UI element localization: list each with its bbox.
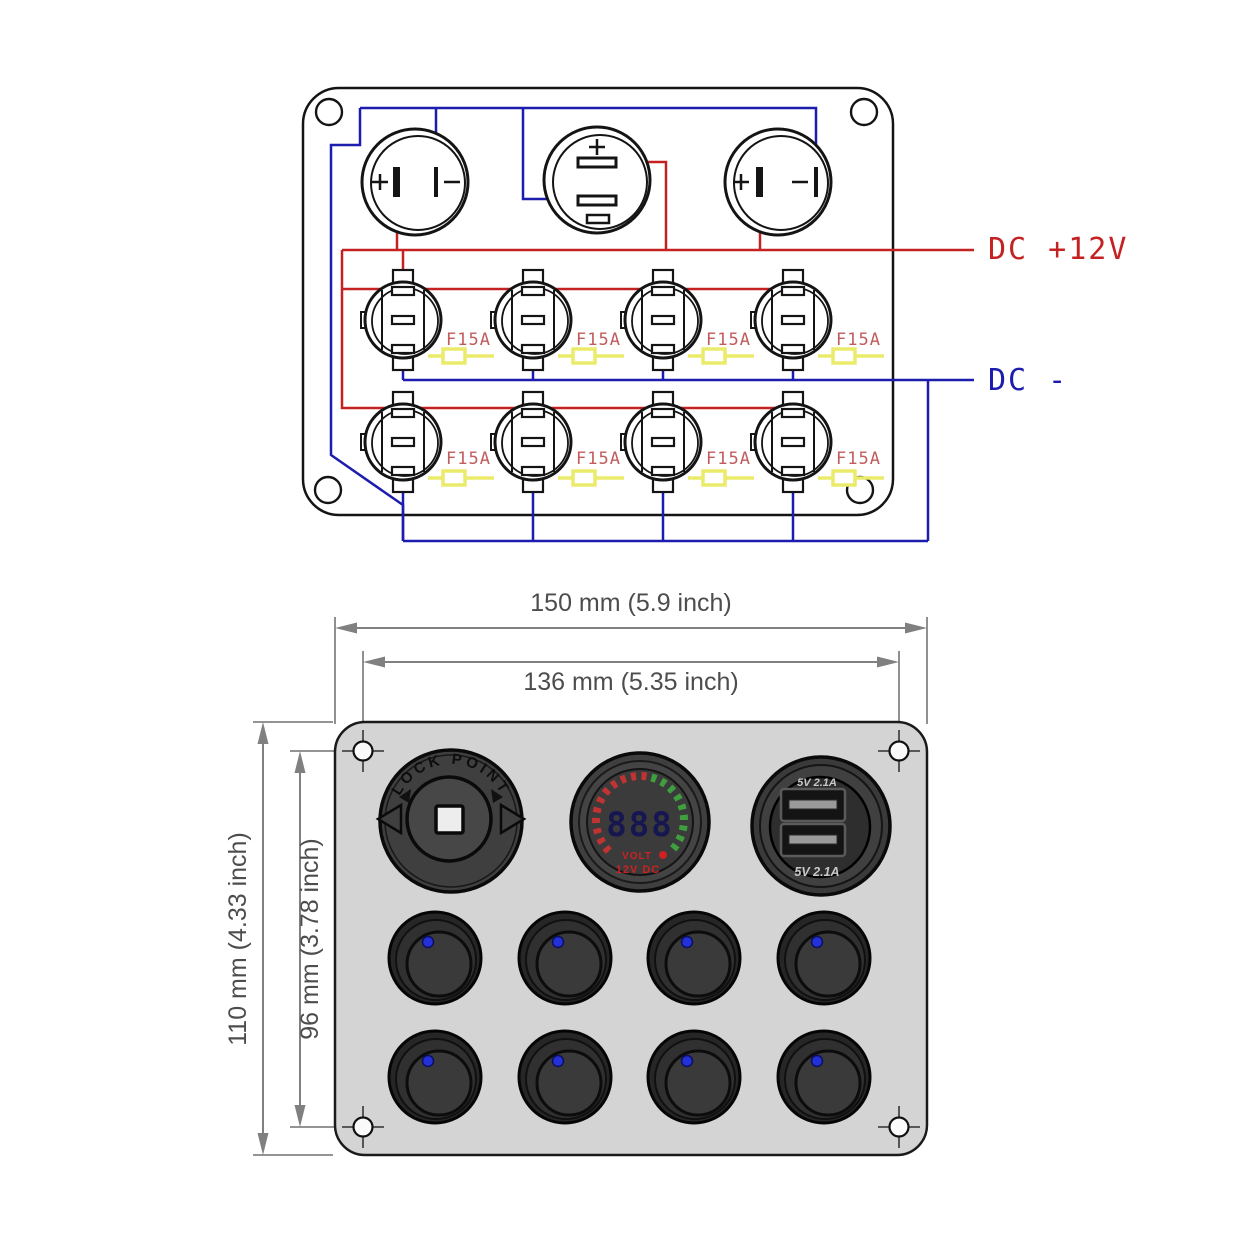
lock-arrow-right-icon: [499, 802, 527, 836]
mounting-hole: [314, 97, 344, 127]
lock-arrow-left-icon: [375, 802, 403, 836]
power-socket-left: [360, 127, 470, 237]
terminal: [434, 167, 438, 197]
fuse-rating-label: F15A: [836, 330, 881, 350]
usb-socket: 5V 2.1A 5V 2.1A: [750, 755, 892, 897]
dc-negative-wires: [329, 106, 974, 543]
fuse-rating-label: F15A: [706, 330, 751, 350]
terminal: [576, 156, 618, 169]
usb-port-bottom: [779, 822, 847, 858]
fuse-rating-label: F15A: [446, 449, 491, 469]
rocker-switch: [646, 1029, 742, 1125]
dimension-drawing: 150 mm (5.9 inch) 136 mm (5.35 inch) 110…: [224, 589, 929, 1157]
fuse-rating-label: F15A: [446, 330, 491, 350]
lock-arrow-small-icon: [491, 789, 503, 803]
led-scale-green: [650, 773, 688, 854]
dim-outer-width-label: 150 mm (5.9 inch): [530, 589, 731, 617]
fuse-rating-label: F15A: [836, 449, 881, 469]
minus-icon: [585, 213, 611, 225]
rocker-switch: [776, 910, 872, 1006]
terminal: [576, 194, 618, 207]
wiring-diagram: F15A F15A F15A F15A F15A F15A F15A F15A …: [301, 86, 1128, 543]
voltmeter: 888 VOLT 12V DC: [569, 751, 711, 893]
voltmeter-display: 888: [606, 805, 673, 845]
usb-spec-bottom: 5V 2.1A: [794, 865, 839, 879]
volt-sub-label: 12V DC: [616, 864, 661, 876]
dimension-lines: [257, 622, 927, 1155]
dc-negative-label: DC -: [988, 363, 1068, 398]
fuse-rating-label: F15A: [576, 330, 621, 350]
dc-positive-label: DC +12V: [988, 232, 1128, 267]
usb-port-top: [779, 787, 847, 823]
cigarette-lighter-socket: LOCK POINT: [375, 748, 527, 894]
power-socket-right: [723, 127, 833, 237]
rocker-switch: [517, 1029, 613, 1125]
dim-inner-width-label: 136 mm (5.35 inch): [523, 668, 738, 696]
power-socket-middle: [542, 125, 652, 235]
mounting-hole: [313, 475, 343, 505]
volt-led-dot: [659, 851, 667, 859]
lock-arrow-small-icon: [399, 789, 411, 803]
lock-square: [434, 804, 465, 835]
terminal: [814, 167, 818, 197]
extension-lines: [253, 617, 928, 1156]
mounting-hole: [849, 97, 879, 127]
rocker-switch: [646, 910, 742, 1006]
terminal: [393, 167, 400, 197]
fuse-rating-label: F15A: [576, 449, 621, 469]
dim-inner-height-label: 96 mm (3.78 inch): [296, 838, 324, 1039]
rocker-switch: [517, 910, 613, 1006]
volt-unit-label: VOLT: [622, 851, 652, 862]
fuse-rating-label: F15A: [706, 449, 751, 469]
rocker-switch: [387, 910, 483, 1006]
led-scale-red: [592, 772, 653, 854]
terminal: [756, 167, 763, 197]
usb-spec-top: 5V 2.1A: [797, 777, 837, 789]
rocker-switch: [776, 1029, 872, 1125]
dim-outer-height-label: 110 mm (4.33 inch): [224, 832, 252, 1046]
rocker-switch: [387, 1029, 483, 1125]
